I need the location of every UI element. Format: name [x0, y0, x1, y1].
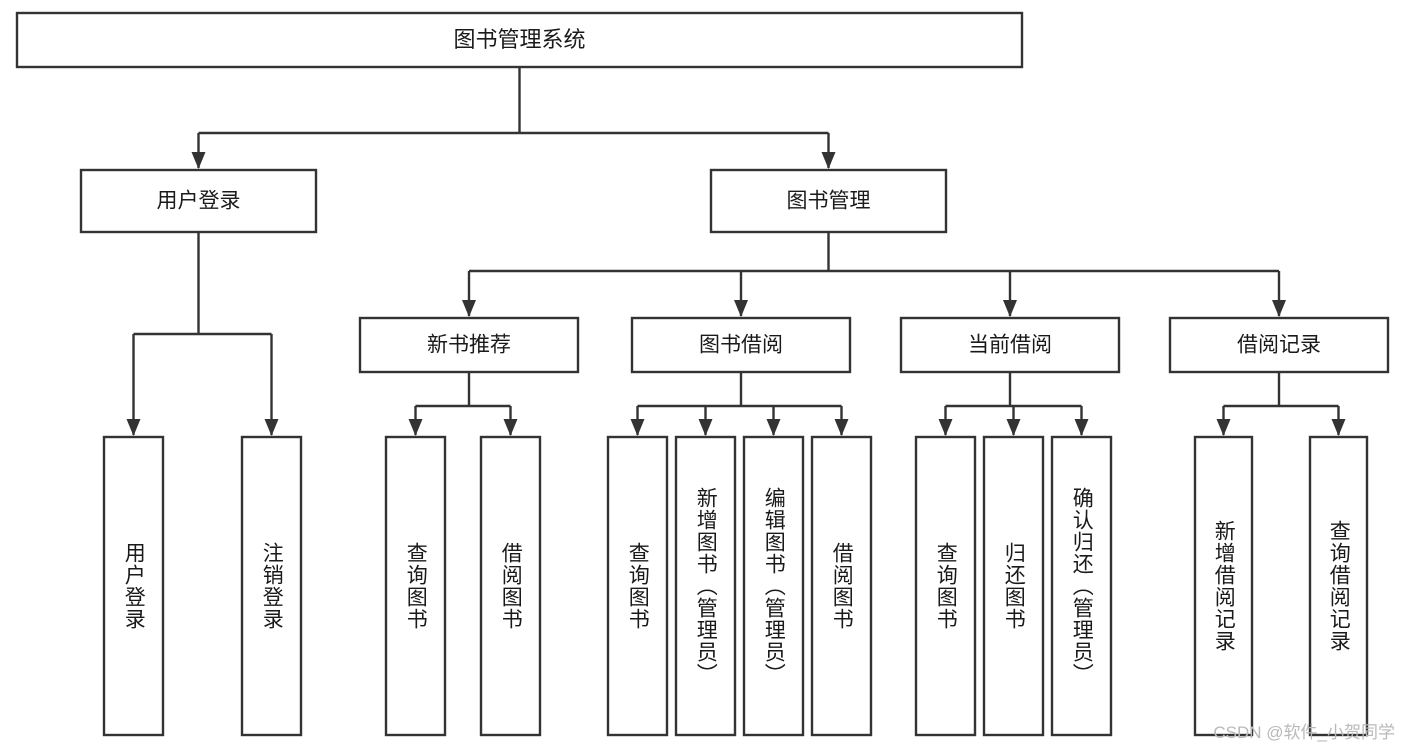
arrow-head-icon: [462, 300, 476, 317]
node-box-leaf-current-confirm[interactable]: [1050, 435, 1113, 737]
node-new-book-rec[interactable]: 新书推荐: [358, 316, 580, 374]
arrow-head-icon: [191, 152, 206, 169]
csdn-watermark: CSDN @软件_小贺同学: [1213, 723, 1395, 742]
arrow-head-icon: [1272, 300, 1286, 317]
node-book-manage[interactable]: 图书管理: [709, 168, 948, 234]
connector-book-manage: [462, 232, 1286, 317]
node-box-new-book-rec: [358, 316, 580, 374]
node-label-current-borrow: 当前借阅: [968, 334, 1052, 357]
arrow-head-icon: [408, 419, 423, 436]
arrow-head-icon: [834, 419, 849, 436]
connector-new-book-rec: [408, 372, 518, 436]
node-current-borrow[interactable]: 当前借阅: [899, 316, 1121, 374]
arrow-head-icon: [698, 419, 713, 436]
arrow-head-icon: [126, 419, 141, 436]
node-box-leaf-record-query[interactable]: [1308, 435, 1369, 737]
node-book-borrow[interactable]: 图书借阅: [630, 316, 852, 374]
node-label-new-book-rec: 新书推荐: [427, 334, 511, 357]
connector-book-borrow: [630, 372, 849, 436]
node-label-book-manage: 图书管理: [787, 190, 871, 213]
arrow-head-icon: [821, 152, 836, 169]
node-box-book-manage: [709, 168, 948, 234]
node-user-login[interactable]: 用户登录: [79, 168, 318, 234]
arrow-head-icon: [630, 419, 645, 436]
node-box-leaf-borrow-query[interactable]: [606, 435, 669, 737]
connector-current-borrow: [938, 372, 1089, 436]
node-box-user-login: [79, 168, 318, 234]
node-box-leaf-borrow-edit[interactable]: [742, 435, 805, 737]
node-box-leaf-borrow-add[interactable]: [674, 435, 737, 737]
node-box-leaf-current-return[interactable]: [982, 435, 1045, 737]
arrow-head-icon: [938, 419, 953, 436]
node-box-leaf-rec-borrow[interactable]: [479, 435, 542, 737]
connector-layer: [126, 67, 1346, 436]
node-box-root: [15, 11, 1024, 69]
node-box-leaf-rec-query[interactable]: [384, 435, 447, 737]
arrow-head-icon: [1216, 419, 1231, 436]
node-box-leaf-user-login[interactable]: [102, 435, 165, 737]
node-borrow-record[interactable]: 借阅记录: [1168, 316, 1390, 374]
arrow-head-icon: [734, 300, 748, 317]
connector-root: [191, 67, 836, 169]
node-label-borrow-record: 借阅记录: [1237, 334, 1321, 357]
node-box-book-borrow: [630, 316, 852, 374]
node-box-current-borrow: [899, 316, 1121, 374]
node-label-book-borrow: 图书借阅: [699, 334, 783, 357]
arrow-head-icon: [1003, 300, 1017, 317]
arrow-head-icon: [503, 419, 518, 436]
arrow-head-icon: [1006, 419, 1021, 436]
node-box-borrow-record: [1168, 316, 1390, 374]
node-box-leaf-user-logout[interactable]: [240, 435, 303, 737]
node-root[interactable]: 图书管理系统: [15, 11, 1024, 69]
node-box-leaf-current-query[interactable]: [914, 435, 977, 737]
arrow-head-icon: [766, 419, 781, 436]
arrow-head-icon: [264, 419, 279, 436]
connector-user-login: [126, 232, 279, 436]
connector-borrow-record: [1216, 372, 1346, 436]
arrow-head-icon: [1331, 419, 1346, 436]
node-box-leaf-record-add[interactable]: [1193, 435, 1254, 737]
arrow-head-icon: [1074, 419, 1089, 436]
node-box-leaf-borrow-lend[interactable]: [810, 435, 873, 737]
node-label-root: 图书管理系统: [453, 27, 585, 52]
node-label-user-login: 用户登录: [157, 190, 241, 213]
